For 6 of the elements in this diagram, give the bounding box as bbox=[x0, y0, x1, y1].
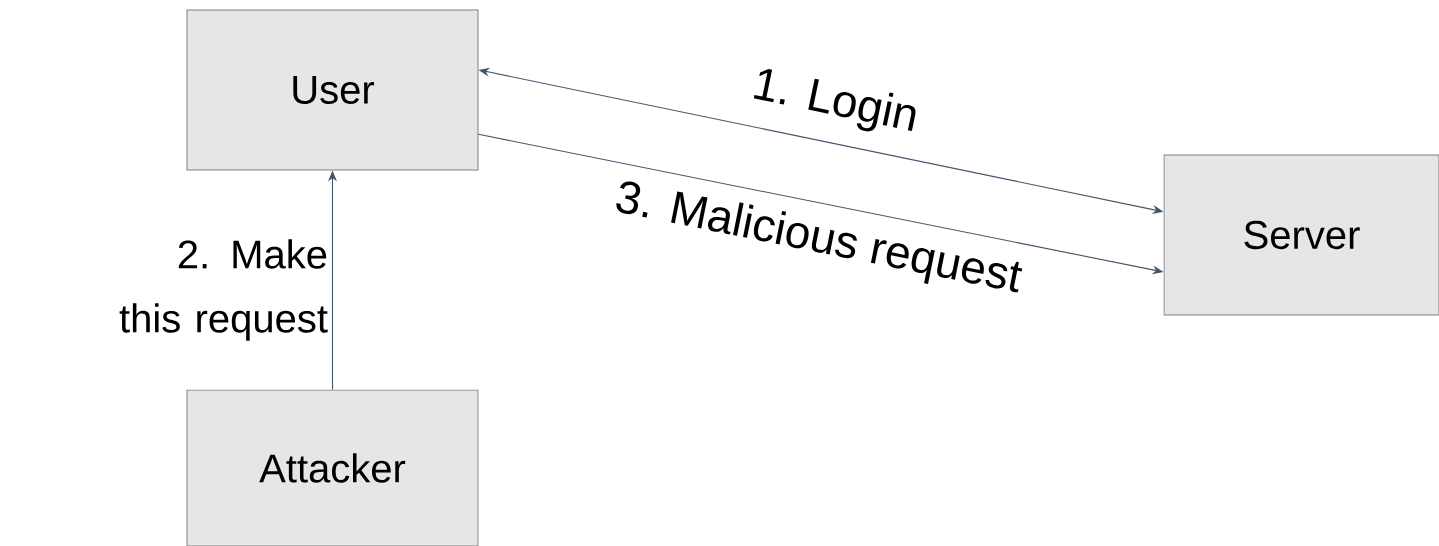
edge-label: 1. Login bbox=[753, 69, 916, 132]
process-box: User bbox=[186, 9, 479, 171]
edge-label: 2. Make this request bbox=[119, 239, 328, 341]
edge-label: 3. Malicious request bbox=[616, 181, 1023, 293]
process-box: Attacker bbox=[186, 389, 479, 546]
process-box: Server bbox=[1163, 154, 1439, 316]
